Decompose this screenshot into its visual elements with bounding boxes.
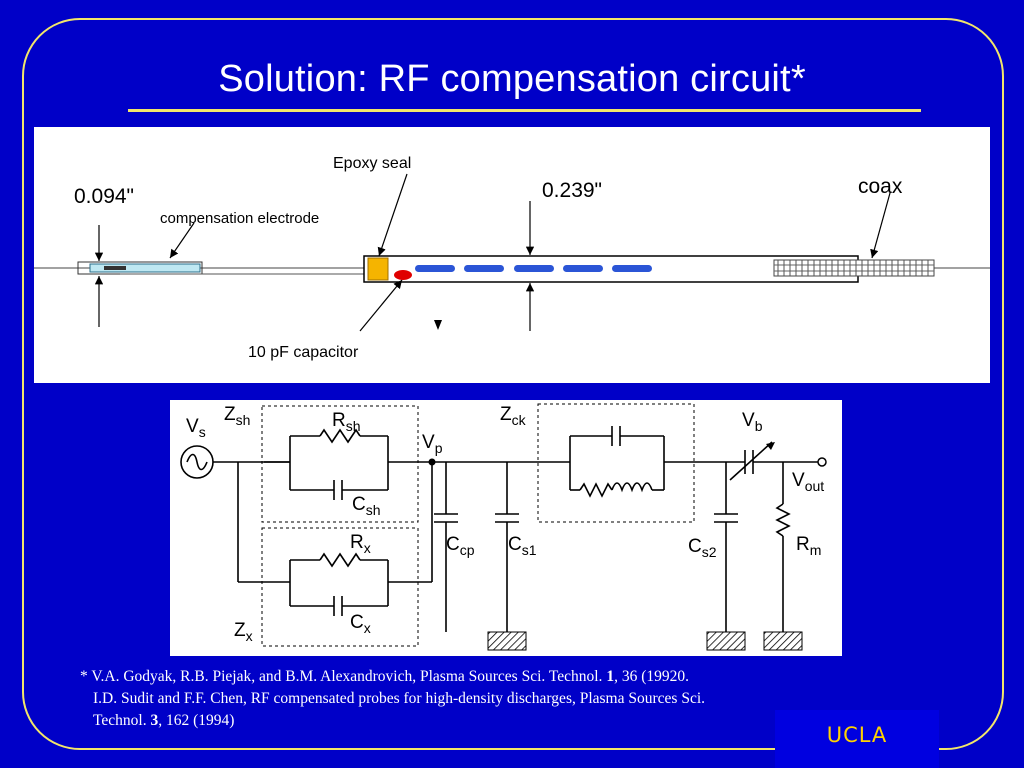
label-vout: Vout [792, 470, 824, 494]
zx-box [261, 527, 419, 647]
inductor-5 [612, 265, 652, 272]
label-vp: Vp [422, 432, 443, 456]
reference-2-line2: Technol. 3, 162 (1994) [93, 712, 235, 729]
resistor-rm [775, 503, 791, 537]
inductor-1 [415, 265, 455, 272]
title-underline [128, 109, 921, 112]
label-csh: Csh [352, 494, 381, 518]
label-rx: Rx [350, 532, 371, 556]
resistor-rx [319, 552, 361, 568]
ucla-logo: UCLA [775, 710, 939, 768]
references: * V.A. Godyak, R.B. Piejak, and B.M. Ale… [80, 666, 900, 732]
label-vb: Vb [742, 410, 763, 434]
label-cx: Cx [350, 612, 371, 636]
label-zsh: Zsh [224, 404, 250, 428]
label-diameter-large: 0.239" [542, 179, 602, 202]
label-compensation-electrode: compensation electrode [160, 210, 319, 227]
capacitor-callout-arrow [359, 279, 403, 332]
capacitor-mark [394, 270, 412, 280]
node-vp [428, 458, 436, 466]
label-diameter-small: 0.094" [74, 185, 134, 208]
ground-cs1 [487, 631, 527, 651]
probe-diagram: 0.094" 0.239" Epoxy seal compensation el… [34, 127, 990, 383]
label-epoxy-seal: Epoxy seal [333, 155, 411, 172]
slide-title: Solution: RF compensation circuit* [218, 58, 806, 100]
label-capacitor: 10 pF capacitor [248, 344, 359, 361]
small-marker [434, 320, 442, 330]
epoxy-callout-arrow [377, 173, 408, 257]
slide-frame [22, 18, 1004, 750]
label-coax: coax [858, 175, 903, 198]
label-zck: Zck [500, 404, 527, 428]
probe-tip-wire [104, 266, 126, 270]
reference-1: * V.A. Godyak, R.B. Piejak, and B.M. Ale… [80, 668, 689, 685]
resistor-zck [579, 482, 613, 498]
resistor-rsh [319, 428, 361, 444]
coax-braid [773, 259, 935, 277]
zsh-box [261, 405, 419, 523]
inductor-zck [611, 482, 653, 493]
circuit-drawing: Vs Zsh Rsh Csh Vp Zck Vb Vout Rx Cx Zx C… [180, 403, 827, 651]
inductor-4 [563, 265, 603, 272]
electrode-callout-arrow [169, 222, 195, 259]
label-rsh: Rsh [332, 410, 361, 434]
circuit-diagram: Vs Zsh Rsh Csh Vp Zck Vb Vout Rx Cx Zx C… [170, 400, 842, 656]
zck-box [537, 403, 695, 523]
epoxy-seal-block [367, 257, 389, 281]
probe-drawing: 0.094" 0.239" Epoxy seal compensation el… [34, 155, 990, 361]
coax-callout-arrow [870, 192, 891, 259]
inductor-3 [514, 265, 554, 272]
label-zx: Zx [234, 620, 253, 644]
label-cs1: Cs1 [508, 534, 537, 558]
label-vs: Vs [186, 416, 206, 440]
output-terminal[interactable] [817, 457, 827, 467]
reference-2-line1: I.D. Sudit and F.F. Chen, RF compensated… [93, 690, 706, 707]
ground-rm [763, 631, 803, 651]
label-cs2: Cs2 [688, 536, 717, 560]
label-rm: Rm [796, 534, 821, 558]
compensation-electrode [89, 263, 201, 273]
inductor-2 [464, 265, 504, 272]
ground-cs2 [706, 631, 746, 651]
label-ccp: Ccp [446, 534, 475, 558]
